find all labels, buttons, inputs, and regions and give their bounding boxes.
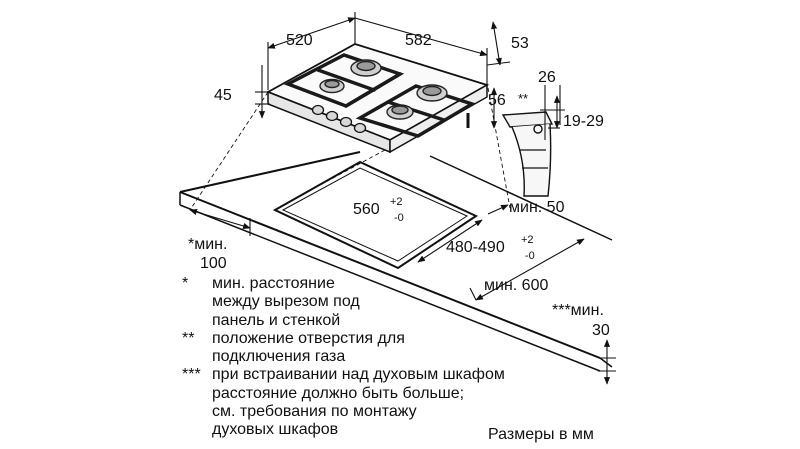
dim-480-490: 480-490 bbox=[446, 239, 505, 256]
footnote-3: *** при встраивании над духовым шкафом р… bbox=[182, 366, 505, 439]
gas-connector-illustration bbox=[501, 85, 565, 197]
dim-56: 56 bbox=[488, 92, 506, 109]
footnote-2: ** положение отверстия для подключения г… bbox=[182, 330, 505, 367]
dim-45: 45 bbox=[214, 87, 232, 104]
dim-min-100-value: 100 bbox=[200, 255, 227, 272]
dim-min-50: мин. 50 bbox=[509, 199, 565, 216]
dim-min-600: мин. 600 bbox=[484, 277, 548, 294]
dim-19-29: 19-29 bbox=[563, 113, 604, 130]
footnote-mark: ** bbox=[182, 329, 195, 347]
footnote-text: положение отверстия для подключения газа bbox=[212, 329, 405, 366]
footnote-text: мин. расстояние между вырезом под панель… bbox=[212, 275, 360, 329]
footnote-1: * мин. расстояние между вырезом под пане… bbox=[182, 275, 505, 330]
dim-560: 560 bbox=[353, 201, 380, 218]
cutout bbox=[272, 160, 479, 270]
dim-min-30-value: 30 bbox=[592, 322, 610, 339]
footnote-mark: *** bbox=[182, 366, 201, 384]
projection-lines bbox=[189, 87, 511, 211]
dim-min-100-label: *мин. bbox=[188, 236, 227, 253]
dim-min-30-label: ***мин. bbox=[552, 302, 604, 319]
units-label: Размеры в мм bbox=[488, 426, 594, 443]
dim-480-490-tol-minus: -0 bbox=[525, 250, 535, 262]
dim-53: 53 bbox=[511, 35, 529, 52]
dim-gas-mark: ** bbox=[518, 91, 528, 106]
dimension-lines bbox=[189, 12, 616, 385]
dimension-labels: 520 582 53 45 26 56 ** 19-29 560 +2 -0 м… bbox=[188, 32, 610, 339]
dim-520: 520 bbox=[286, 32, 313, 49]
footnote-text: при встраивании над духовым шкафом расст… bbox=[212, 366, 505, 439]
footnote-mark: * bbox=[182, 275, 189, 292]
footnotes: * мин. расстояние между вырезом под пане… bbox=[182, 275, 505, 440]
dim-560-tol-minus: -0 bbox=[394, 212, 404, 224]
dim-26: 26 bbox=[538, 69, 556, 86]
dim-582: 582 bbox=[405, 32, 432, 49]
dim-560-tol-plus: +2 bbox=[390, 196, 403, 208]
hob-illustration bbox=[265, 43, 490, 154]
dim-480-490-tol-plus: +2 bbox=[521, 234, 534, 246]
